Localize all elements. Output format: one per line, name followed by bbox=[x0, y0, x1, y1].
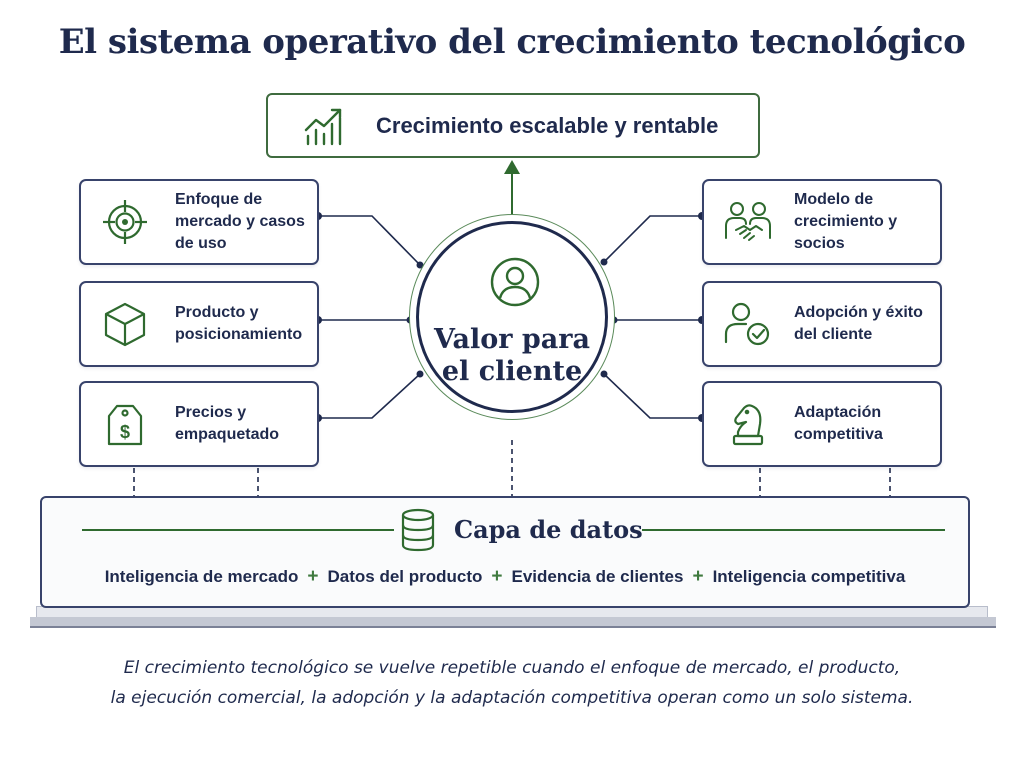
card-modelo-crecimiento: Modelo de crecimiento y socios bbox=[702, 179, 942, 265]
goal-label: Crecimiento escalable y rentable bbox=[376, 112, 719, 138]
data-layer-title: Capa de datos bbox=[454, 515, 643, 544]
divider-line bbox=[82, 529, 394, 531]
data-layer: Capa de datos Inteligencia de mercado + Da… bbox=[40, 496, 970, 608]
card-precios: $ Precios y empaquetado bbox=[79, 381, 319, 467]
database-icon bbox=[401, 508, 435, 552]
hub-label: Valor para el cliente bbox=[434, 324, 590, 388]
target-icon bbox=[103, 200, 147, 244]
card-adaptacion: Adaptación competitiva bbox=[702, 381, 942, 467]
caption-line: la ejecución comercial, la adopción y la… bbox=[110, 687, 914, 708]
cube-icon bbox=[104, 302, 146, 347]
plus-separator: + bbox=[307, 566, 319, 587]
divider-line bbox=[642, 529, 945, 531]
caption: El crecimiento tecnológico se vuelve rep… bbox=[0, 654, 1024, 714]
user-check-icon bbox=[724, 302, 770, 346]
goal-box: Crecimiento escalable y rentable bbox=[266, 93, 760, 158]
card-producto: Producto y posicionamiento bbox=[79, 281, 319, 367]
data-sources: Inteligencia de mercado + Datos del produc… bbox=[42, 566, 968, 588]
handshake-people-icon bbox=[725, 202, 771, 241]
platform-base-shadow bbox=[30, 617, 996, 628]
price-tag-icon: $ bbox=[107, 404, 143, 446]
card-label: Producto y posicionamiento bbox=[175, 303, 303, 343]
customer-value-hub: Valor para el cliente bbox=[416, 221, 608, 413]
card-label: Modelo de crecimiento y socios bbox=[794, 190, 898, 253]
user-circle-icon bbox=[490, 257, 540, 307]
card-label: Enfoque de mercado y casos de uso bbox=[175, 190, 305, 253]
plus-separator: + bbox=[692, 566, 704, 587]
data-source-item: Inteligencia competitiva bbox=[712, 567, 906, 586]
page-title: El sistema operativo del crecimiento tec… bbox=[58, 22, 966, 62]
data-source-item: Evidencia de clientes bbox=[511, 567, 684, 586]
chess-knight-icon bbox=[732, 404, 764, 446]
card-label: Precios y empaquetado bbox=[175, 403, 280, 443]
plus-separator: + bbox=[491, 566, 503, 587]
card-label: Adaptación competitiva bbox=[794, 403, 883, 443]
data-source-item: Inteligencia de mercado bbox=[104, 567, 299, 586]
data-source-item: Datos del producto bbox=[327, 567, 483, 586]
growth-chart-icon bbox=[304, 108, 342, 145]
card-adopcion: Adopción y éxito del cliente bbox=[702, 281, 942, 367]
svg-text:$: $ bbox=[120, 422, 130, 442]
card-label: Adopción y éxito del cliente bbox=[794, 303, 923, 343]
caption-line: El crecimiento tecnológico se vuelve rep… bbox=[123, 658, 901, 678]
card-enfoque-mercado: Enfoque de mercado y casos de uso bbox=[79, 179, 319, 265]
